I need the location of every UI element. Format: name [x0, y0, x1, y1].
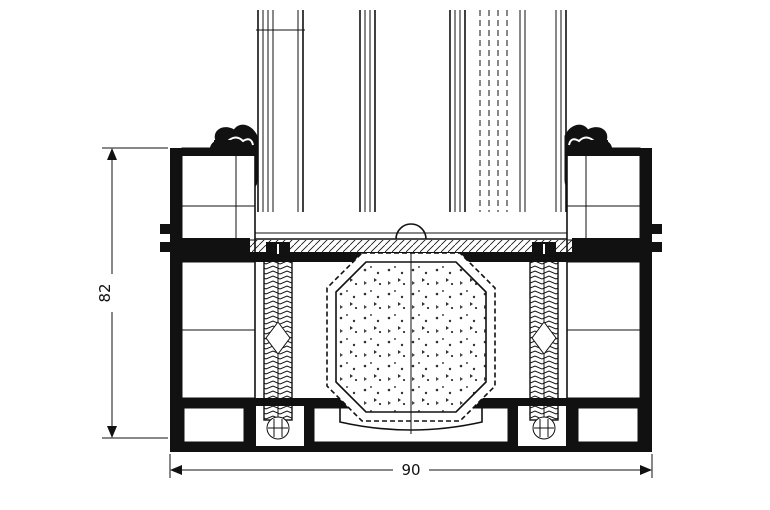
dimension-width: 90 [169, 454, 653, 479]
thermal-screw-right [529, 241, 559, 421]
dimension-height: 82 [96, 147, 168, 439]
thermal-screw-left [263, 241, 293, 421]
insulation-core [326, 252, 496, 422]
arrow-left [170, 465, 182, 475]
arrow-down [107, 426, 117, 438]
drainage-dome [395, 223, 427, 240]
anchor-bolt-left [266, 416, 290, 440]
height-dimension-label: 82 [96, 283, 114, 302]
arrow-up [107, 148, 117, 160]
width-dimension-label: 90 [401, 461, 420, 479]
anchor-bolt-right [532, 416, 556, 440]
glazing-unit [256, 10, 567, 212]
arrow-right [640, 465, 652, 475]
